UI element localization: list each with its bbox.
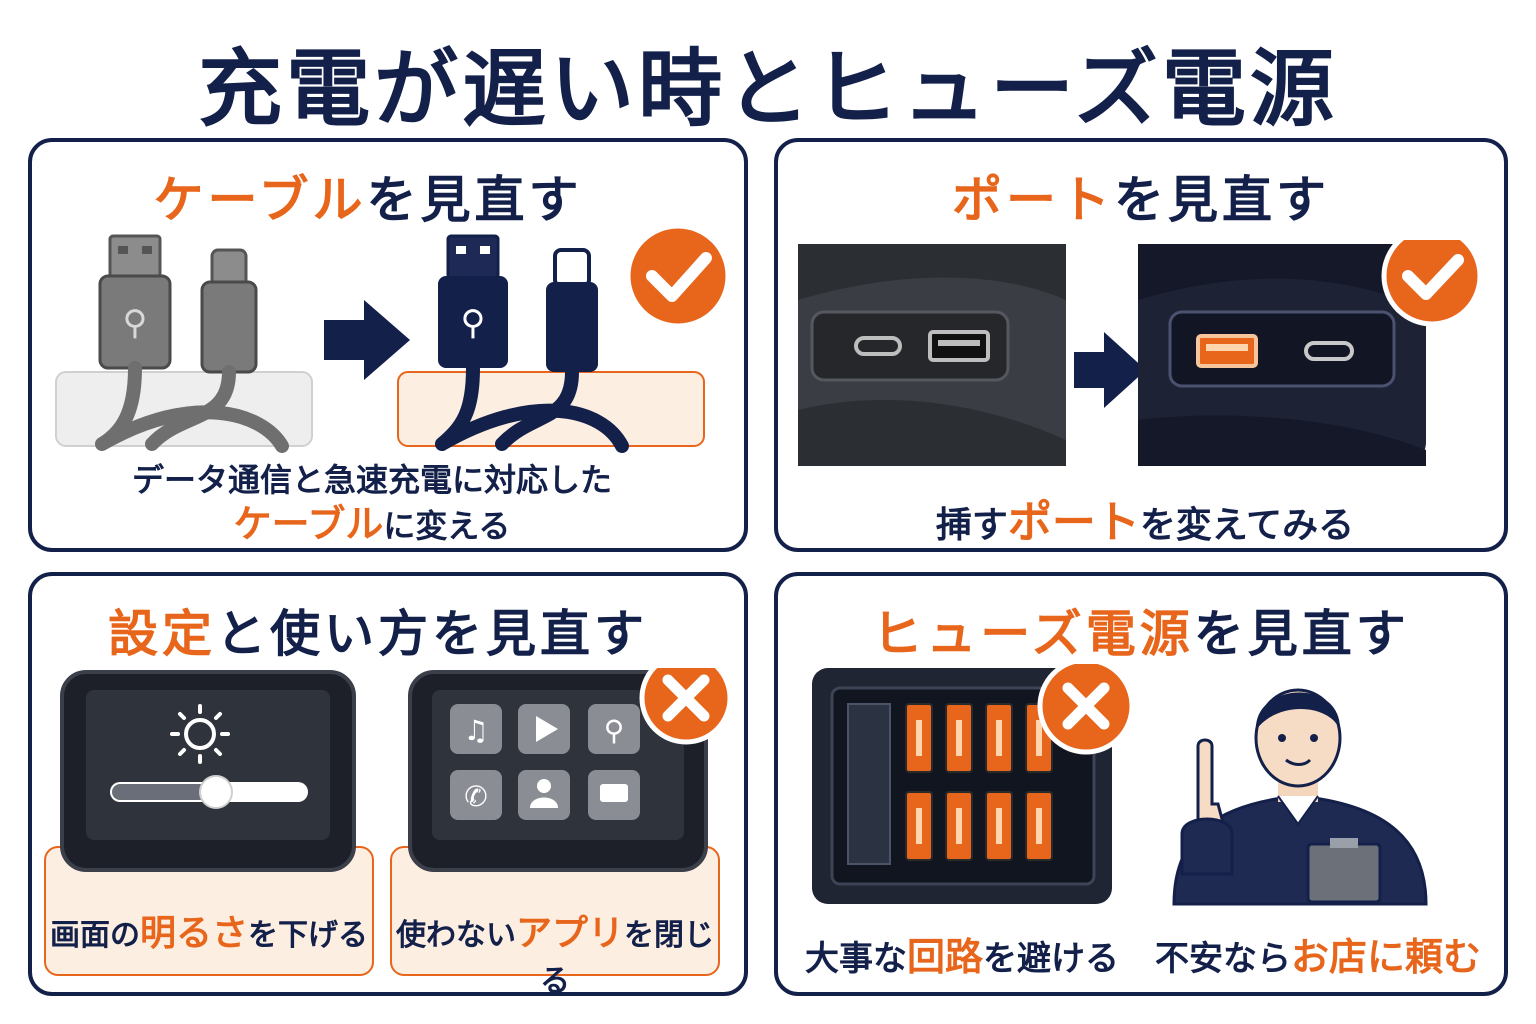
port-caption-accent: ポート — [1007, 497, 1140, 548]
usb-c-plug-icon — [546, 248, 598, 372]
sun-icon — [170, 704, 230, 764]
cable-caption-line1: データ通信と急速充電に対応した — [131, 461, 612, 499]
svg-text:⚲: ⚲ — [461, 303, 486, 343]
settings-panel: 設定と使い方を見直す — [28, 572, 748, 996]
heading-rest: を見直す — [1193, 605, 1410, 663]
contact-icon — [518, 770, 570, 820]
usb-a-port-icon — [1196, 334, 1258, 368]
brightness-caption-rest: を下げる — [248, 918, 368, 953]
port-caption-pre: 挿す — [935, 505, 1008, 546]
usb-a-plug-icon: ⚲ — [98, 234, 172, 370]
cross-icon — [1037, 664, 1135, 755]
circuit-caption: 大事な回路を避ける — [792, 926, 1132, 981]
fuse-illustration — [812, 664, 1428, 906]
settings-illustration: ♫ ⚲ ✆ — [60, 668, 733, 872]
usb-a-plug-icon: ⚲ — [438, 234, 508, 368]
usb-a-port-icon — [928, 330, 990, 362]
port-caption: 挿すポートを変えてみる — [778, 486, 1504, 548]
cable-caption: データ通信と急速充電に対応した ケーブルに変える — [32, 458, 712, 548]
heading-accent: ポート — [952, 171, 1114, 229]
usb-c-port-icon — [1304, 341, 1354, 361]
apps-caption-rest: を閉じる — [540, 918, 714, 996]
port-panel: ポートを見直す — [774, 138, 1508, 552]
page-title: 充電が遅い時とヒューズ電源 — [198, 40, 1338, 138]
circuit-caption-pre: 大事な — [804, 939, 907, 979]
brightness-caption-accent: 明るさ — [139, 913, 248, 954]
shop-caption: 不安ならお店に頼む — [1148, 926, 1488, 981]
fuse-box-icon — [812, 668, 1112, 904]
heading-accent: ヒューズ電源 — [872, 605, 1194, 663]
mechanic-icon — [1172, 688, 1428, 906]
heading-rest: と使い方を見直す — [216, 605, 648, 663]
check-icon — [1381, 240, 1483, 327]
cable-caption-rest: に変える — [383, 507, 511, 545]
heading-rest: を見直す — [366, 171, 583, 229]
apps-caption-accent: アプリ — [515, 913, 624, 954]
arrow-right-icon — [324, 300, 410, 380]
fuse-panel: ヒューズ電源を見直す — [774, 572, 1508, 996]
phone-icon — [450, 770, 502, 820]
cable-panel: ケーブルを見直す ⚲ ⚲ — [28, 138, 748, 552]
usb-c-plug-icon — [200, 248, 258, 374]
port-panel-heading: ポートを見直す — [778, 160, 1504, 232]
heading-accent: 設定 — [108, 605, 216, 663]
heading-rest: を見直す — [1114, 171, 1330, 229]
shop-caption-accent: お店に頼む — [1290, 935, 1481, 979]
brightness-caption-pre: 画面の — [49, 918, 140, 953]
cross-icon — [639, 668, 733, 745]
fuse-panel-heading: ヒューズ電源を見直す — [778, 594, 1504, 666]
svg-text:✆: ✆ — [464, 780, 487, 813]
music-icon — [450, 704, 502, 754]
port-illustration — [798, 240, 1483, 466]
circuit-caption-accent: 回路 — [906, 935, 983, 979]
settings-panel-heading: 設定と使い方を見直す — [32, 594, 734, 666]
circuit-caption-rest: を避ける — [983, 939, 1119, 979]
shop-caption-pre: 不安なら — [1154, 939, 1291, 979]
heading-accent: ケーブル — [153, 171, 367, 229]
svg-text:♫: ♫ — [463, 714, 488, 747]
port-caption-rest: を変えてみる — [1139, 505, 1355, 546]
arrow-right-icon — [1074, 332, 1146, 408]
svg-text:⚲: ⚲ — [123, 303, 148, 343]
brightness-slider[interactable] — [110, 775, 308, 809]
svg-text:⚲: ⚲ — [604, 714, 625, 747]
cable-panel-heading: ケーブルを見直す — [32, 160, 724, 232]
usb-c-port-icon — [854, 336, 902, 356]
brightness-caption: 画面の明るさを下げる — [44, 904, 374, 956]
cable-illustration: ⚲ ⚲ — [55, 223, 731, 453]
apps-caption-pre: 使わない — [395, 918, 516, 953]
cable-caption-accent: ケーブル — [233, 502, 384, 546]
apps-caption: 使わないアプリを閉じる — [390, 904, 720, 996]
check-icon — [625, 223, 731, 329]
map-pin-icon — [588, 704, 640, 754]
